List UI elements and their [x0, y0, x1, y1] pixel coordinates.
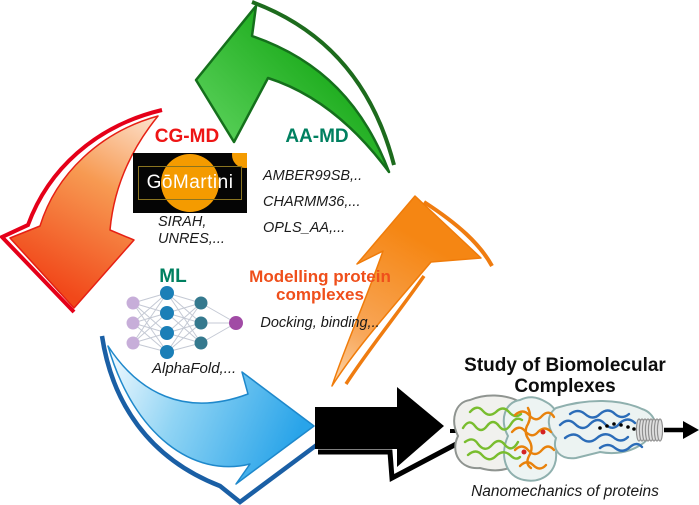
aa-method-line-3: OPLS_AA,... [263, 220, 346, 236]
gomartini-logo-text: GōMartini [146, 172, 234, 193]
neural-network-icon [126, 286, 243, 359]
black-transition-arrow [315, 387, 464, 482]
protein-complex-illustration [450, 394, 699, 482]
pulling-arrow-icon [664, 421, 699, 439]
gomartini-logo: GōMartini [133, 153, 247, 213]
modelling-label-line-1: Modelling protein [249, 267, 391, 286]
cg-method-line-2: UNRES,... [158, 231, 225, 247]
modelling-label: Modelling protein complexes [246, 268, 394, 304]
modelling-method-line-1: Docking, binding,.. [260, 315, 380, 331]
ml-label: ML [159, 266, 187, 287]
study-title-line-2: Complexes [514, 376, 616, 397]
study-title-line-1: Study of Biomolecular [464, 355, 666, 376]
aa-method-line-2: CHARMM36,... [263, 194, 361, 210]
orange-cycle-arrow [331, 195, 494, 387]
study-title: Study of Biomolecular Complexes [455, 355, 675, 397]
blue-cycle-arrow [99, 335, 320, 505]
cg-md-label: CG-MD [154, 126, 220, 147]
cg-method-line-1: SIRAH, [158, 214, 207, 230]
green-cycle-arrow [194, 0, 396, 174]
modelling-label-line-2: complexes [276, 285, 364, 304]
nanomechanics-caption: Nanomechanics of proteins [471, 483, 659, 500]
aa-method-line-1: AMBER99SB,.. [263, 168, 363, 184]
aa-md-label: AA-MD [285, 126, 349, 147]
spring-icon [635, 418, 664, 442]
gomartini-ball-icon [161, 154, 219, 212]
red-cycle-arrow [0, 108, 163, 314]
gomartini-corner-icon [232, 153, 247, 168]
ml-method-line-1: AlphaFold,... [152, 360, 237, 377]
gomartini-frame [138, 166, 242, 200]
